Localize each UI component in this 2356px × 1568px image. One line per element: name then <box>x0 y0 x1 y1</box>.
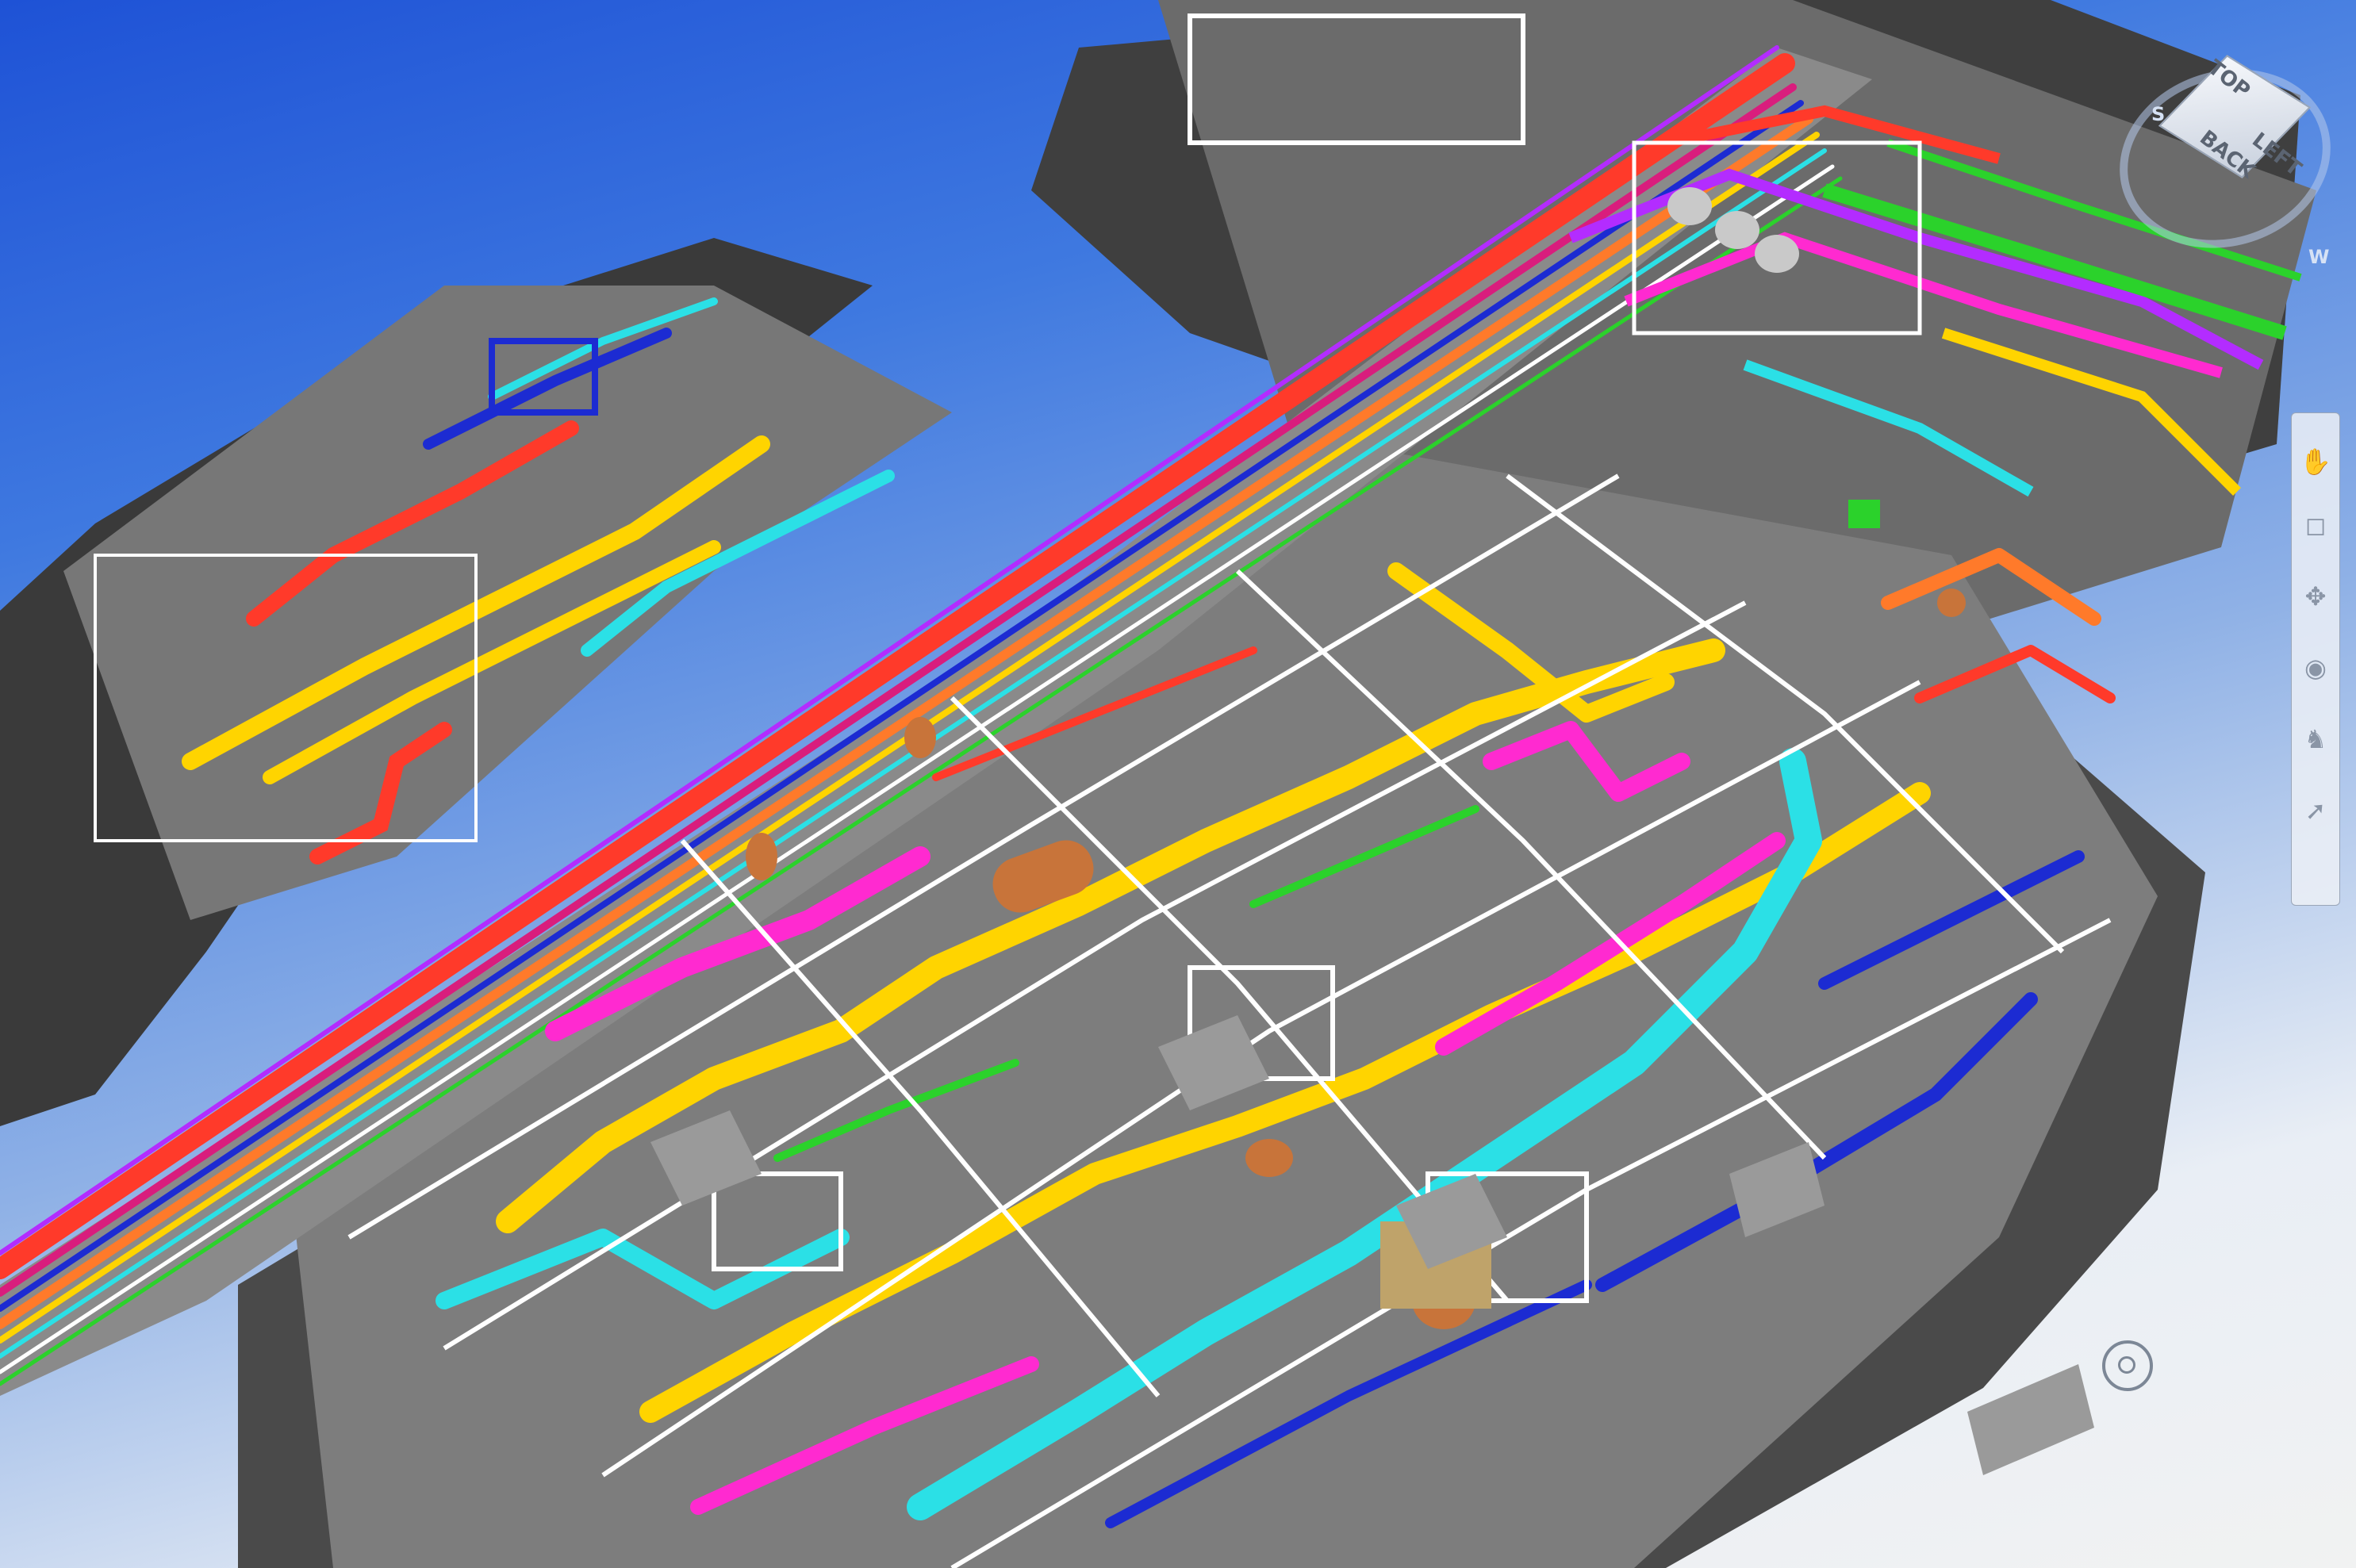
upper-zone-tanks <box>1667 187 1880 528</box>
shafts-openings <box>650 1015 2094 1475</box>
left-wing-services <box>94 297 895 865</box>
select-icon[interactable]: ➚ <box>2304 796 2327 826</box>
view-cube[interactable]: TOP BACK LEFT S W <box>2096 24 2354 275</box>
pan-icon[interactable]: ✋ <box>2300 447 2331 477</box>
main-floor-grid-walls <box>347 473 2112 1568</box>
compass-south-label[interactable]: S <box>2151 103 2166 125</box>
orbit-cursor-icon <box>2102 1340 2153 1391</box>
walk-icon[interactable]: ♞ <box>2304 724 2327 754</box>
navigation-bar: ✋ ◻ ✥ ◉ ♞ ➚ <box>2291 412 2340 906</box>
orbit-icon[interactable]: ✥ <box>2304 581 2327 611</box>
look-icon[interactable]: ◉ <box>2304 653 2327 683</box>
zoom-window-icon[interactable]: ◻ <box>2304 510 2327 540</box>
compass-west-label[interactable]: W <box>2308 246 2330 268</box>
